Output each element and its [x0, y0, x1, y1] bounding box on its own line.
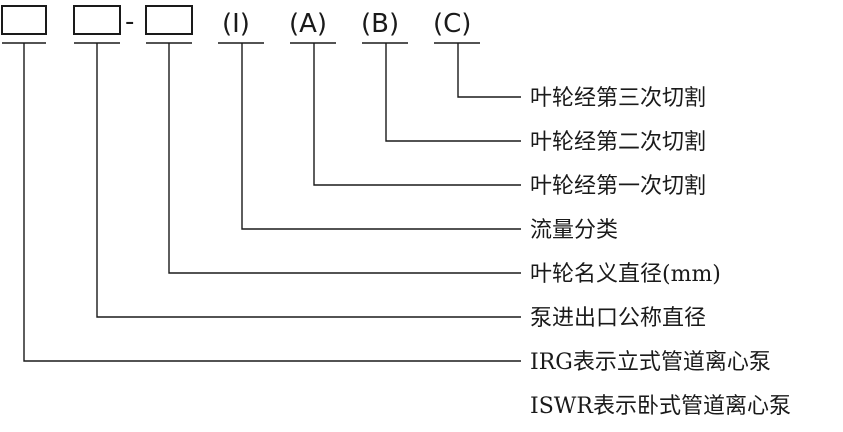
leader-cut-third — [457, 43, 521, 98]
model-type-box — [1, 5, 47, 35]
label-cut-first: 叶轮经第一次切割 — [530, 174, 706, 199]
leader-impeller-diameter — [168, 43, 521, 274]
impeller-diameter-box — [145, 5, 193, 35]
leader-model-type — [23, 43, 521, 362]
label-impeller-nominal-diameter: 叶轮名义直径(mm) — [530, 262, 721, 287]
leader-flow-class — [241, 43, 521, 230]
label-iswr-meaning: ISWR表示卧式管道离心泵 — [530, 394, 791, 419]
label-irg-meaning: IRG表示立式管道离心泵 — [530, 350, 771, 375]
inlet-diameter-box — [73, 5, 121, 35]
suffix-cut-second: (B) — [361, 9, 399, 39]
label-cut-third: 叶轮经第三次切割 — [530, 86, 706, 111]
suffix-cut-third: (C) — [433, 9, 471, 39]
leader-inlet-diameter — [96, 43, 521, 318]
label-cut-second: 叶轮经第二次切割 — [530, 130, 706, 155]
leader-cut-second — [385, 43, 521, 142]
code-hyphen: - — [125, 7, 134, 37]
suffix-cut-first: (A) — [289, 9, 327, 39]
label-inlet-outlet-diameter: 泵进出口公称直径 — [530, 306, 706, 331]
suffix-flow-class: (I) — [222, 9, 250, 39]
leader-cut-first — [313, 43, 521, 186]
label-flow-class: 流量分类 — [530, 218, 618, 243]
